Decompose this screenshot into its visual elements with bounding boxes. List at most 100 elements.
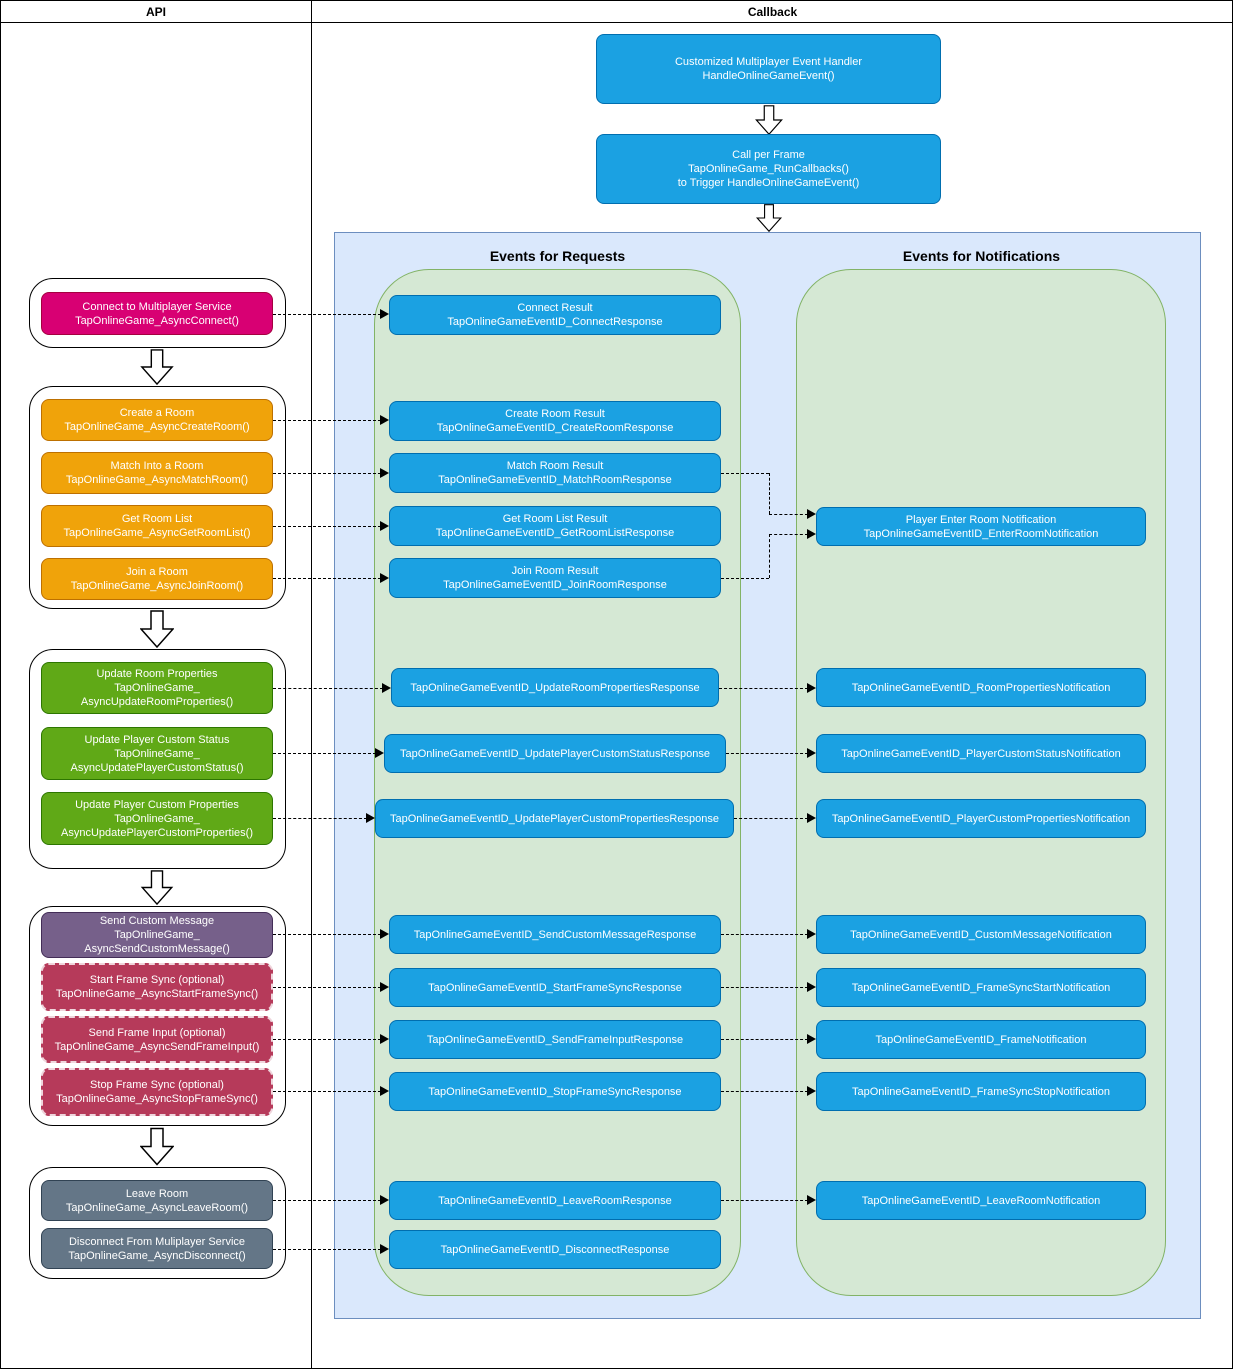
elbow-join-to-enter-room — [769, 534, 770, 578]
api-stop-frame-sync-box: Stop Frame Sync (optional) TapOnlineGame… — [41, 1068, 273, 1116]
arrowhead-icon — [807, 748, 816, 758]
connector-connect — [273, 314, 381, 315]
arrowhead-icon — [807, 1195, 816, 1205]
arrowhead-icon — [380, 929, 389, 939]
api-start-frame-sync-box: Start Frame Sync (optional) TapOnlineGam… — [41, 963, 273, 1011]
down-arrow-icon — [755, 105, 783, 135]
arrowhead-icon — [380, 573, 389, 583]
label-line: Stop Frame Sync (optional) — [90, 1079, 224, 1091]
api-update-room-properties-box: Update Room Properties TapOnlineGame_ As… — [41, 662, 273, 714]
label-line: TapOnlineGame_AsyncDisconnect() — [68, 1249, 246, 1262]
link-frame-sync-start — [721, 987, 808, 988]
api-send-frame-input-box: Send Frame Input (optional) TapOnlineGam… — [41, 1016, 273, 1063]
elbow-join-to-enter-room — [721, 578, 769, 579]
req-disconnect-response-box: TapOnlineGameEventID_DisconnectResponse — [389, 1230, 721, 1269]
arrowhead-icon — [380, 1195, 389, 1205]
arrowhead-icon — [382, 683, 391, 693]
label-line: TapOnlineGameEventID_UpdateRoomPropertie… — [410, 681, 700, 694]
req-create-room-response-box: Create Room Result TapOnlineGameEventID_… — [389, 401, 721, 441]
elbow-join-to-enter-room — [769, 534, 808, 535]
connector-send-custom-message — [273, 934, 381, 935]
elbow-match-to-enter-room — [769, 473, 770, 514]
arrowhead-icon — [807, 509, 816, 519]
label-line: Update Player Custom Properties — [75, 798, 239, 811]
requests-panel-title: Events for Requests — [489, 248, 626, 264]
label-line: TapOnlineGame_AsyncGetRoomList() — [63, 527, 251, 539]
api-connect-box: Connect to Multiplayer Service TapOnline… — [41, 292, 273, 335]
lane-divider — [311, 1, 312, 1368]
req-join-room-response-box: Join Room Result TapOnlineGameEventID_Jo… — [389, 558, 721, 598]
label-line: Call per Frame — [732, 149, 805, 161]
label-line: TapOnlineGameEventID_UpdatePlayerCustomS… — [400, 747, 710, 760]
connector-send-frame-input — [273, 1039, 381, 1040]
notif-leave-room-box: TapOnlineGameEventID_LeaveRoomNotificati… — [816, 1181, 1146, 1220]
label-line: TapOnlineGame_AsyncLeaveRoom() — [65, 1201, 249, 1214]
label-line: TapOnlineGameEventID_DisconnectResponse — [440, 1243, 670, 1256]
label-line: Connect Result — [517, 302, 593, 314]
label-line: AsyncUpdatePlayerCustomProperties() — [61, 826, 253, 839]
req-update-room-properties-response-box: TapOnlineGameEventID_UpdateRoomPropertie… — [391, 668, 719, 707]
label-line: Player Enter Room Notification — [905, 513, 1057, 526]
arrowhead-icon — [807, 813, 816, 823]
arrowhead-icon — [807, 929, 816, 939]
notif-frame-box: TapOnlineGameEventID_FrameNotification — [816, 1020, 1146, 1059]
link-custom-message — [721, 934, 808, 935]
api-update-player-custom-status-box: Update Player Custom Status TapOnlineGam… — [41, 727, 273, 780]
link-leave-room — [721, 1200, 808, 1201]
notif-room-properties-box: TapOnlineGameEventID_RoomPropertiesNotif… — [816, 668, 1146, 707]
run-callbacks-box: Call per Frame TapOnlineGame_RunCallback… — [596, 134, 941, 204]
label-line: AsyncUpdateRoomProperties() — [80, 696, 234, 708]
label-line: TapOnlineGameEventID_UpdatePlayerCustomP… — [390, 812, 719, 825]
elbow-match-to-enter-room — [769, 514, 808, 515]
notif-player-custom-properties-box: TapOnlineGameEventID_PlayerCustomPropert… — [816, 799, 1146, 838]
arrowhead-icon — [380, 468, 389, 478]
notif-player-custom-status-box: TapOnlineGameEventID_PlayerCustomStatusN… — [816, 734, 1146, 773]
arrowhead-icon — [380, 1086, 389, 1096]
arrowhead-icon — [380, 309, 389, 319]
connector-get-room-list — [273, 526, 381, 527]
label-line: Send Custom Message — [99, 915, 215, 927]
req-start-frame-sync-response-box: TapOnlineGameEventID_StartFrameSyncRespo… — [389, 968, 721, 1007]
label-line: Update Room Properties — [96, 668, 218, 680]
notifications-panel-title: Events for Notifications — [902, 248, 1061, 264]
label-line: TapOnlineGame_AsyncJoinRoom() — [70, 580, 244, 592]
link-room-properties — [719, 688, 808, 689]
req-match-room-response-box: Match Room Result TapOnlineGameEventID_M… — [389, 453, 721, 493]
req-update-player-custom-status-response-box: TapOnlineGameEventID_UpdatePlayerCustomS… — [384, 734, 726, 773]
label-line: Get Room List Result — [502, 513, 608, 525]
label-line: Create a Room — [119, 407, 195, 419]
label-line: Match Room Result — [506, 460, 604, 472]
down-arrow-icon — [140, 610, 174, 648]
elbow-match-to-enter-room — [721, 473, 769, 474]
label-line: HandleOnlineGameEvent() — [702, 70, 835, 82]
arrowhead-icon — [807, 982, 816, 992]
arrowhead-icon — [380, 1244, 389, 1254]
lane-title-api: API — [145, 4, 166, 19]
arrowhead-icon — [380, 982, 389, 992]
arrowhead-icon — [807, 1034, 816, 1044]
label-line: TapOnlineGame_ — [114, 812, 200, 825]
label-line: TapOnlineGame_RunCallbacks() — [688, 163, 849, 175]
connector-match-room — [273, 473, 381, 474]
notif-custom-message-box: TapOnlineGameEventID_CustomMessageNotifi… — [816, 915, 1146, 954]
label-line: Leave Room — [125, 1187, 189, 1200]
api-get-room-list-box: Get Room List TapOnlineGame_AsyncGetRoom… — [41, 505, 273, 547]
api-disconnect-box: Disconnect From Muliplayer Service TapOn… — [41, 1228, 273, 1269]
arrowhead-icon — [380, 1034, 389, 1044]
label-line: TapOnlineGame_ — [114, 682, 200, 694]
connector-leave-room — [273, 1200, 381, 1201]
notifications-panel — [796, 269, 1166, 1296]
label-line: TapOnlineGameEventID_SendFrameInputRespo… — [426, 1033, 684, 1046]
req-get-room-list-response-box: Get Room List Result TapOnlineGameEventI… — [389, 506, 721, 546]
link-frame-sync-stop — [721, 1091, 808, 1092]
connector-start-frame-sync — [273, 987, 381, 988]
label-line: TapOnlineGameEventID_StartFrameSyncRespo… — [428, 981, 682, 994]
arrowhead-icon — [366, 813, 375, 823]
lane-title-callback: Callback — [747, 4, 798, 19]
api-match-room-box: Match Into a Room TapOnlineGame_AsyncMat… — [41, 452, 273, 494]
req-send-custom-message-response-box: TapOnlineGameEventID_SendCustomMessageRe… — [389, 915, 721, 954]
label-line: TapOnlineGame_AsyncConnect() — [75, 314, 239, 327]
label-line: to Trigger HandleOnlineGameEvent() — [677, 177, 860, 189]
label-line: TapOnlineGameEventID_PlayerCustomStatusN… — [841, 747, 1121, 760]
connector-update-player-custom-properties — [273, 818, 367, 819]
